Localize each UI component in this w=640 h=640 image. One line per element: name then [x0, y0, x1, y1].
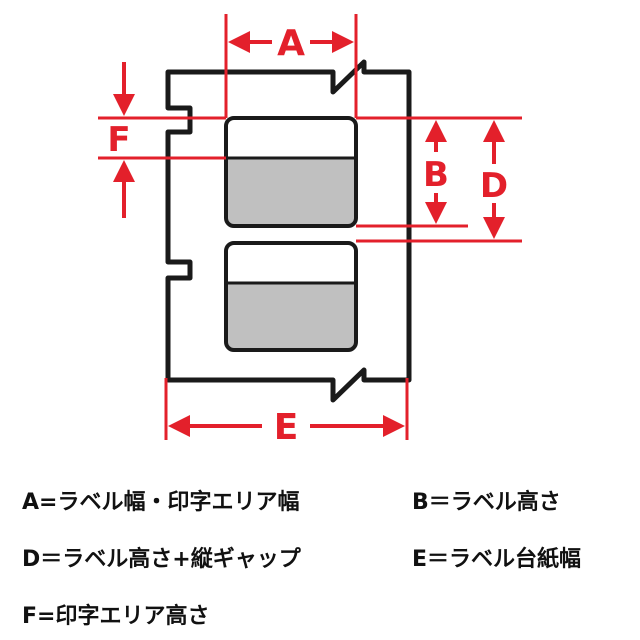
dimension-e-arrow-right [383, 415, 405, 437]
dimension-b-arrow-bottom [425, 202, 447, 224]
dimension-d-label: D [480, 166, 508, 206]
label-dimension-diagram: A B D E F [98, 14, 522, 448]
label-1-print-area [226, 158, 356, 226]
legend-e: E＝ラベル台紙幅 [412, 547, 582, 572]
label-1 [224, 116, 358, 228]
dimension-d [356, 120, 522, 243]
dimension-e [164, 378, 409, 440]
dimension-f-label: F [107, 120, 130, 160]
legend-d: D＝ラベル高さ+縦ギャップ [22, 547, 301, 572]
label-2 [224, 241, 358, 352]
dimension-b [356, 116, 522, 228]
dimension-f-arrow-top [113, 94, 135, 116]
dimension-e-label: E [274, 407, 299, 448]
dimension-a-arrow-right [332, 31, 354, 53]
dimension-f-arrow-bottom [113, 160, 135, 182]
dimension-e-arrow-left [168, 415, 190, 437]
dimension-b-label: B [423, 155, 449, 195]
dimension-f [98, 62, 226, 218]
dimension-a [224, 14, 358, 118]
dimension-d-arrow-bottom [483, 217, 505, 239]
dimension-b-arrow-top [425, 120, 447, 142]
label-1-outline [224, 116, 358, 228]
dimension-d-arrow-top [483, 120, 505, 142]
legend-f: F=印字エリア高さ [22, 604, 210, 629]
label-2-outline [224, 241, 358, 352]
dimension-a-arrow-left [228, 31, 250, 53]
label-2-print-area [226, 283, 356, 350]
dimension-a-label: A [277, 23, 305, 64]
legend-b: B＝ラベル高さ [412, 490, 561, 515]
liner-outline [165, 59, 412, 403]
legend-a: A=ラベル幅・印字エリア幅 [22, 490, 300, 515]
